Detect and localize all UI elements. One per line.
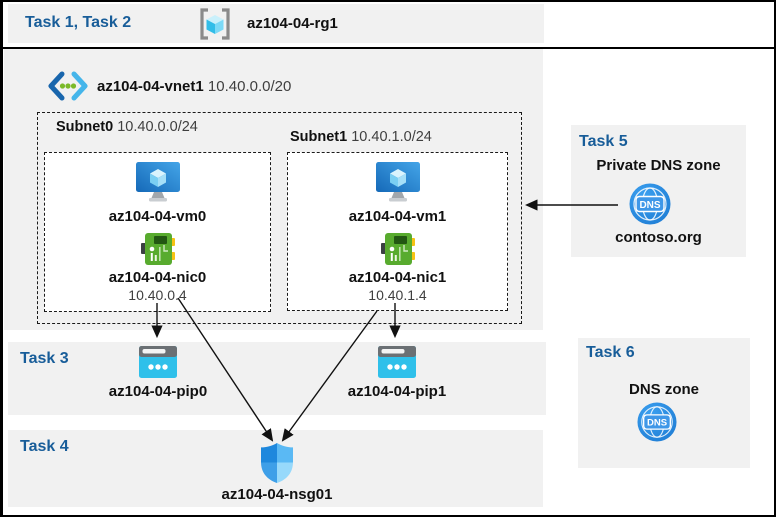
dns-zone-icon: DNS — [637, 402, 677, 442]
nsg-shield-icon — [261, 443, 293, 483]
public-ip-icon — [139, 346, 177, 378]
nsg-block: az104-04-nsg01 — [209, 443, 345, 503]
resource-group-label: az104-04-rg1 — [247, 15, 338, 32]
nic-label: az104-04-nic1 — [348, 269, 447, 286]
task5-heading: Task 5 — [579, 133, 628, 150]
subnet0-box: az104-04-vm0 az104-04-nic0 10.40.0.4 — [44, 152, 271, 312]
nic-label: az104-04-nic0 — [108, 269, 207, 286]
subnet1-box: az104-04-vm1 az104-04-nic1 10.40.1.4 — [287, 152, 508, 311]
subnet1-label: Subnet1 10.40.1.0/24 — [290, 129, 432, 145]
public-ip1-block: az104-04-pip1 — [329, 346, 465, 400]
virtual-network-icon — [48, 71, 88, 101]
resource-group-strip: Task 1, Task 2 az104-04-rg1 — [8, 4, 544, 43]
private-dns-zone-title: Private DNS zone — [596, 157, 721, 174]
vnet-panel: az104-04-vnet1 10.40.0.0/20 Subnet0 10.4… — [4, 49, 543, 330]
public-ip0-block: az104-04-pip0 — [90, 346, 226, 400]
dns-zone-title: DNS zone — [628, 381, 699, 398]
dns-icon-text: DNS — [647, 418, 667, 429]
private-dns-zone-name: contoso.org — [615, 229, 702, 246]
task4-heading: Task 4 — [20, 438, 69, 455]
dns-zone-icon: DNS — [629, 183, 671, 225]
nic-ip: 10.40.0.4 — [128, 287, 187, 303]
vm-label: az104-04-vm1 — [348, 208, 447, 225]
task3-strip: Task 3 az104-04-pip0 az104-04-pip1 — [8, 342, 546, 415]
resource-group-icon — [200, 8, 230, 40]
task6-box: Task 6 DNS zone DNS — [578, 338, 750, 468]
subnets-container: Subnet0 10.40.0.0/24 Subnet1 10.40.1.0/2… — [37, 112, 522, 324]
vnet-name: az104-04-vnet1 — [97, 77, 204, 95]
vm-icon — [135, 162, 180, 202]
nic-icon — [380, 233, 415, 265]
vm-label: az104-04-vm0 — [108, 208, 207, 225]
vm-icon — [375, 162, 420, 202]
divider-line — [0, 47, 776, 49]
nic-ip: 10.40.1.4 — [368, 287, 427, 303]
task-1-2-heading: Task 1, Task 2 — [25, 14, 132, 31]
task5-box: Task 5 Private DNS zone DNS contoso.org — [571, 125, 746, 257]
vnet-header: az104-04-vnet1 10.40.0.0/20 — [48, 71, 291, 101]
subnet0-label: Subnet0 10.40.0.0/24 — [56, 119, 198, 135]
public-ip-label: az104-04-pip1 — [347, 383, 447, 400]
nsg-label: az104-04-nsg01 — [221, 486, 333, 503]
task3-heading: Task 3 — [20, 350, 69, 367]
task4-strip: Task 4 az104-04-nsg01 — [8, 430, 543, 507]
vnet-cidr: 10.40.0.0/20 — [207, 77, 292, 95]
public-ip-label: az104-04-pip0 — [108, 383, 208, 400]
task6-heading: Task 6 — [586, 344, 635, 361]
dns-icon-text: DNS — [639, 200, 660, 211]
public-ip-icon — [378, 346, 416, 378]
nic-icon — [140, 233, 175, 265]
